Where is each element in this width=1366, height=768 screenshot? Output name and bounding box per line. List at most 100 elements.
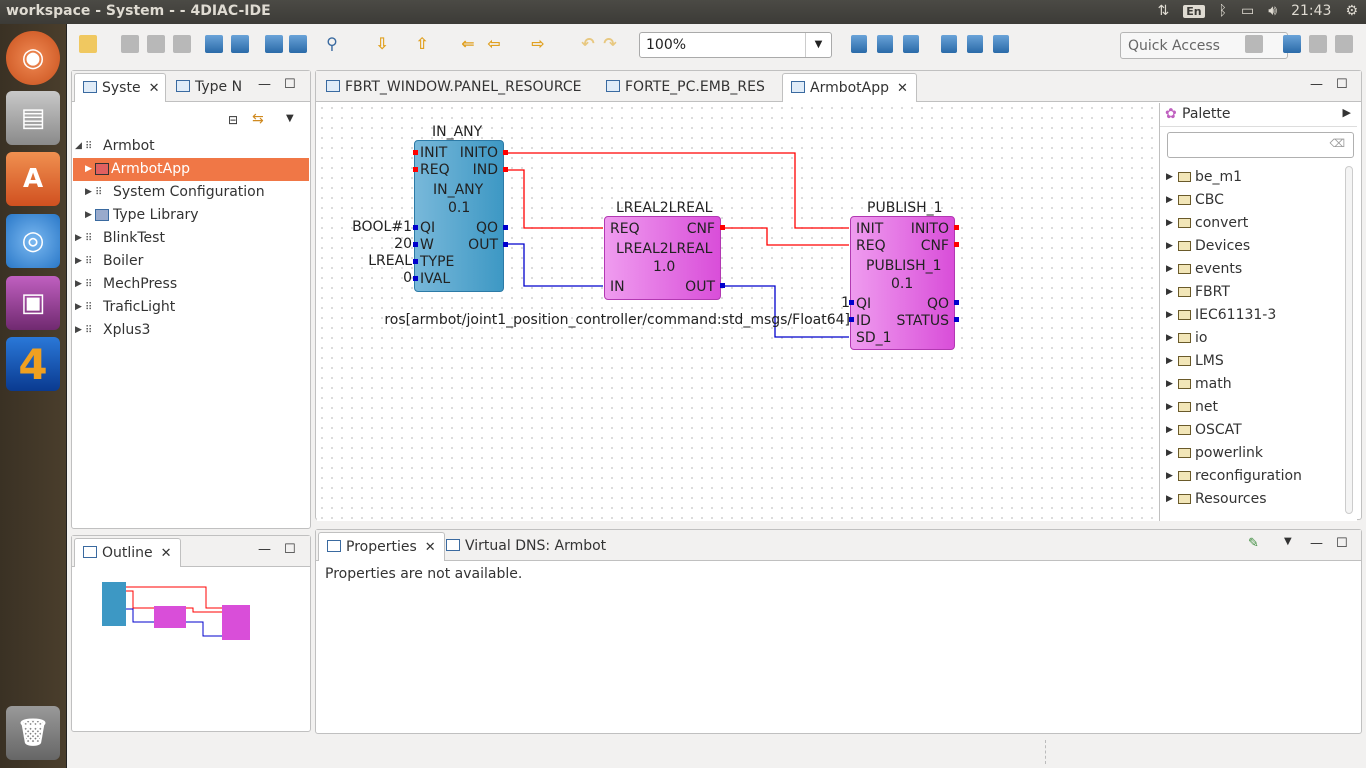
data-pin[interactable] — [413, 276, 418, 281]
tab-fbrt-window[interactable]: FBRT_WINDOW.PANEL_RESOURCE — [318, 73, 589, 102]
chevron-down-icon[interactable]: ▼ — [805, 33, 831, 57]
print-icon[interactable] — [173, 35, 191, 53]
event-pin[interactable] — [503, 150, 508, 155]
event-pin[interactable] — [954, 242, 959, 247]
palette-item[interactable]: ▶LMS — [1160, 350, 1345, 373]
trash-icon[interactable]: 🗑︎ — [6, 706, 60, 760]
application-canvas[interactable]: IN_ANY INIT REQ INITO IND IN_ANY 0.1 QI … — [317, 103, 1159, 521]
fb-in-any[interactable]: INIT REQ INITO IND IN_ANY 0.1 QI W TYPE … — [414, 140, 504, 292]
maximize-icon[interactable]: ☐ — [284, 542, 296, 557]
data-pin[interactable] — [413, 259, 418, 264]
event-pin[interactable] — [954, 225, 959, 230]
collapsed-icon[interactable]: ▶ — [1166, 402, 1173, 412]
debug-perspective-icon[interactable] — [1309, 35, 1327, 53]
network-icon[interactable]: ⇅ — [1157, 3, 1170, 19]
tree-item-type-library[interactable]: ▶Type Library — [73, 204, 309, 227]
align-bottom-icon[interactable] — [993, 35, 1009, 53]
minimize-icon[interactable]: — — [258, 77, 271, 92]
link-editor-icon[interactable]: ⇆ — [252, 111, 264, 127]
collapsed-icon[interactable]: ▶ — [1166, 218, 1173, 228]
close-icon[interactable]: ✕ — [148, 81, 160, 96]
new-icon[interactable] — [79, 35, 97, 53]
collapsed-icon[interactable]: ▶ — [1166, 264, 1173, 274]
data-connection-out-in[interactable] — [508, 243, 603, 287]
tree-item-system-configuration[interactable]: ▶⠿System Configuration — [73, 181, 309, 204]
tab-forte-pc[interactable]: FORTE_PC.EMB_RES — [598, 73, 773, 102]
tab-properties[interactable]: Properties✕ — [318, 532, 445, 561]
close-icon[interactable]: ✕ — [424, 540, 436, 555]
collapsed-icon[interactable]: ▶ — [75, 256, 82, 266]
minimize-icon[interactable]: — — [1310, 77, 1323, 92]
view-menu-icon[interactable]: ▼ — [1284, 536, 1292, 547]
palette-item[interactable]: ▶net — [1160, 396, 1345, 419]
tab-armbotapp[interactable]: ArmbotApp✕ — [782, 73, 917, 102]
event-pin[interactable] — [503, 167, 508, 172]
collapsed-icon[interactable]: ▶ — [85, 164, 92, 174]
palette-item[interactable]: ▶convert — [1160, 212, 1345, 235]
collapsed-icon[interactable]: ▶ — [1166, 287, 1173, 297]
expanded-icon[interactable]: ◢ — [75, 141, 82, 151]
palette-item[interactable]: ▶IEC61131-3 — [1160, 304, 1345, 327]
maximize-icon[interactable]: ☐ — [284, 77, 296, 92]
palette-item[interactable]: ▶reconfiguration — [1160, 465, 1345, 488]
collapsed-icon[interactable]: ▶ — [1166, 356, 1173, 366]
collapsed-icon[interactable]: ▶ — [1166, 471, 1173, 481]
minimize-icon[interactable]: — — [1310, 536, 1323, 551]
back-icon[interactable]: ⇦ — [487, 34, 501, 53]
event-connection-cnf-req[interactable] — [725, 227, 849, 246]
forward-icon[interactable]: ⇨ — [531, 34, 545, 53]
close-icon[interactable]: ✕ — [160, 546, 172, 561]
clock[interactable]: 21:43 — [1291, 3, 1332, 19]
data-pin[interactable] — [413, 242, 418, 247]
bluetooth-icon[interactable]: ᛒ — [1218, 3, 1228, 19]
collapsed-icon[interactable]: ▶ — [85, 210, 92, 220]
ubuntu-icon[interactable]: ◉ — [6, 31, 60, 85]
zoom-combo[interactable]: 100%▼ — [639, 32, 832, 58]
chromium-icon[interactable]: ◎ — [6, 214, 60, 268]
new-system-icon[interactable] — [205, 35, 223, 53]
search-icon[interactable]: ⚲ — [326, 34, 338, 53]
tree-item-armbot[interactable]: ◢⠿Armbot — [73, 135, 309, 158]
maximize-icon[interactable]: ☐ — [1336, 77, 1348, 92]
palette-item[interactable]: ▶be_m1 — [1160, 166, 1345, 189]
event-connection-ind-req[interactable] — [508, 169, 603, 229]
keyboard-layout[interactable]: En — [1183, 4, 1205, 18]
next-annotation-icon[interactable]: ⇩ — [375, 34, 389, 53]
palette-item[interactable]: ▶CBC — [1160, 189, 1345, 212]
collapse-all-icon[interactable]: ⊟ — [228, 113, 239, 127]
fb-lreal2lreal[interactable]: REQ CNF LREAL2LREAL 1.0 IN OUT — [604, 216, 721, 300]
prev-annotation-icon[interactable]: ⇧ — [415, 34, 429, 53]
param-ival[interactable]: 0 — [403, 270, 412, 286]
align-middle-icon[interactable] — [967, 35, 983, 53]
collapse-palette-icon[interactable]: ▶ — [1342, 106, 1351, 119]
palette-scrollbar[interactable] — [1345, 166, 1353, 514]
tree-item-armbotapp[interactable]: ▶ArmbotApp — [73, 158, 309, 181]
align-left-icon[interactable] — [851, 35, 867, 53]
collapsed-icon[interactable]: ▶ — [75, 302, 82, 312]
tree-item-mechpress[interactable]: ▶⠿MechPress — [73, 273, 309, 296]
palette-item[interactable]: ▶powerlink — [1160, 442, 1345, 465]
palette-item[interactable]: ▶FBRT — [1160, 281, 1345, 304]
data-connection-out-sd1[interactable] — [725, 285, 849, 338]
type-perspective-icon[interactable] — [1335, 35, 1353, 53]
tab-system[interactable]: Syste✕ — [74, 73, 166, 102]
tree-item-blinktest[interactable]: ▶⠿BlinkTest — [73, 227, 309, 250]
data-pin[interactable] — [849, 300, 854, 305]
collapsed-icon[interactable]: ▶ — [1166, 379, 1173, 389]
data-pin[interactable] — [720, 283, 725, 288]
gear-icon[interactable]: ⚙ — [1345, 3, 1358, 19]
tree-item-xplus3[interactable]: ▶⠿Xplus3 — [73, 319, 309, 342]
param-w[interactable]: 20 — [394, 236, 412, 252]
event-connection-inito-init[interactable] — [508, 152, 849, 229]
param-type[interactable]: LREAL — [368, 253, 412, 269]
system-perspective-icon[interactable] — [1283, 35, 1301, 53]
collapsed-icon[interactable]: ▶ — [1166, 333, 1173, 343]
redo-icon[interactable]: ↷ — [603, 34, 617, 53]
last-edit-icon[interactable]: ⇐ — [461, 34, 475, 53]
minimize-icon[interactable]: — — [258, 542, 271, 557]
maximize-icon[interactable]: ☐ — [1336, 536, 1348, 551]
data-pin[interactable] — [954, 300, 959, 305]
data-pin[interactable] — [413, 225, 418, 230]
data-pin[interactable] — [503, 242, 508, 247]
palette-item[interactable]: ▶math — [1160, 373, 1345, 396]
